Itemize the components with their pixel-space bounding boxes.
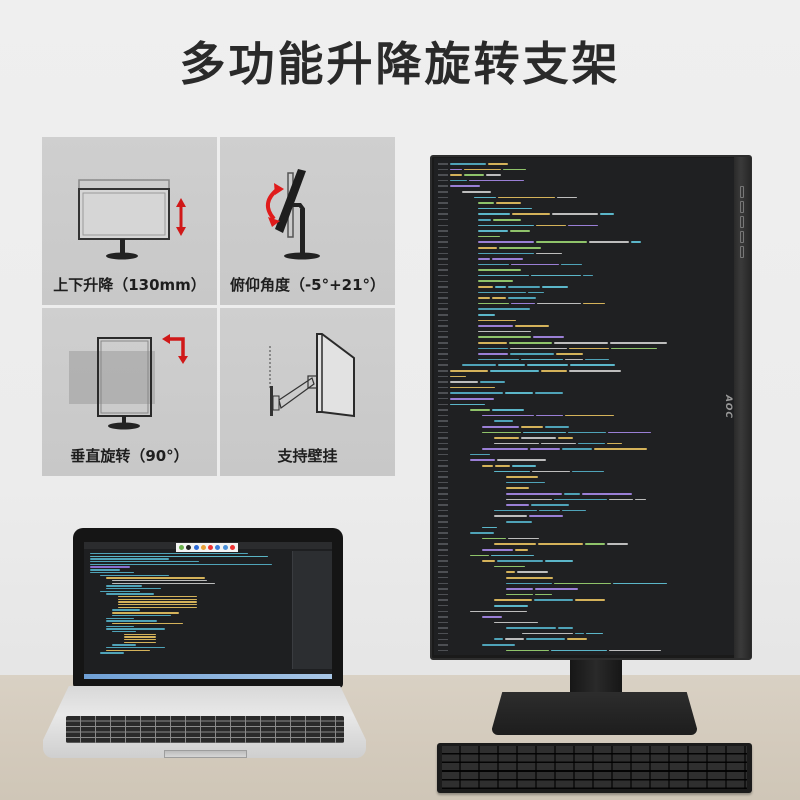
laptop-keyboard [66, 716, 344, 743]
brand-logo: AOC [723, 395, 733, 419]
laptop-side-panel [292, 551, 332, 669]
feature-label: 支持壁挂 [277, 447, 338, 465]
height-adjust-icon [78, 179, 186, 260]
osd-button[interactable] [740, 246, 744, 258]
page-title: 多功能升降旋转支架 [179, 37, 621, 91]
osd-button[interactable] [740, 231, 744, 243]
osd-button[interactable] [740, 201, 744, 213]
laptop-code-area [90, 553, 288, 655]
laptop-taskbar [84, 674, 332, 679]
feature-label: 垂直旋转（90°） [70, 447, 189, 465]
osd-button[interactable] [740, 186, 744, 198]
osd-button[interactable] [740, 216, 744, 228]
laptop-floating-toolbar [176, 543, 238, 552]
wall-mount-icon [269, 333, 355, 418]
monitor-code-area [434, 158, 734, 655]
monitor-screen [434, 158, 734, 655]
feature-tile-wall-mount: 支持壁挂 [220, 308, 395, 476]
monitor-right-bezel [734, 157, 751, 658]
monitor-stand-base [492, 692, 697, 735]
laptop-touchpad [164, 750, 247, 758]
keyboard-keys [442, 746, 747, 789]
tilt-icon [266, 169, 320, 260]
feature-tile-tilt: 俯仰角度（-5°+21°） [220, 137, 395, 305]
feature-tile-height-adjust: 上下升降（130mm） [42, 137, 217, 305]
laptop-screen [84, 542, 332, 679]
feature-label: 俯仰角度（-5°+21°） [229, 276, 386, 294]
feature-tile-pivot: 垂直旋转（90°） [42, 308, 217, 476]
monitor-stand-neck [570, 660, 622, 692]
pivot-rotate-icon [69, 334, 188, 430]
feature-label: 上下升降（130mm） [53, 276, 206, 294]
